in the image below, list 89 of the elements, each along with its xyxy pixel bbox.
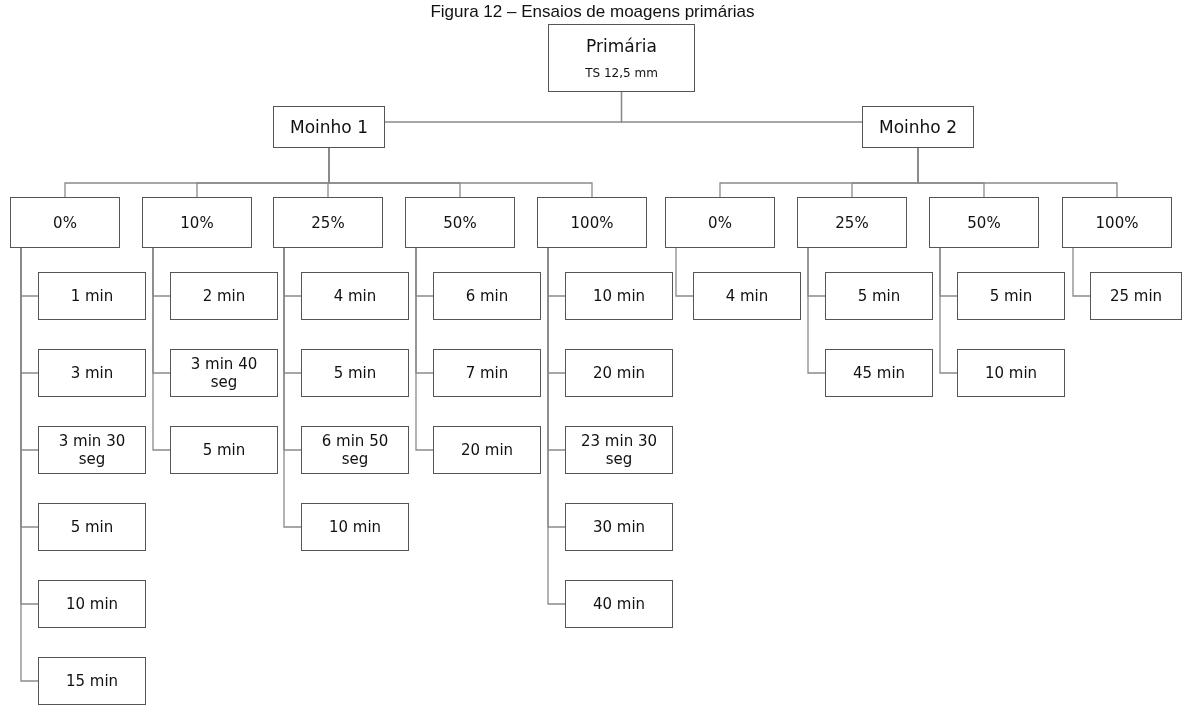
node-label: 3 min: [70, 364, 114, 382]
time-box: [957, 272, 1065, 320]
time-box: [38, 657, 146, 705]
percentage-box: [405, 197, 515, 248]
node-label: 5 min: [989, 287, 1033, 305]
time-box: [565, 426, 673, 474]
time-box: [565, 349, 673, 397]
connector-line: [1072, 247, 1091, 297]
node-label: 10 min: [328, 518, 382, 536]
node-label: 4 min: [333, 287, 377, 305]
node-label: 20 min: [460, 441, 514, 459]
node-label: 100%: [570, 213, 614, 232]
time-box: [170, 349, 278, 397]
time-box: [38, 426, 146, 474]
node-label: 25%: [311, 213, 345, 232]
node-label: 7 min: [465, 364, 509, 382]
node-label: 23 min 30 seg: [580, 432, 658, 468]
time-box: [957, 349, 1065, 397]
node-label: 10%: [180, 213, 214, 232]
time-box: [301, 349, 409, 397]
node-label: 25 min: [1109, 287, 1163, 305]
node-label: 5 min: [202, 441, 246, 459]
node-label: 50%: [443, 213, 477, 232]
node-label: 10 min: [984, 364, 1038, 382]
node-label: 5 min: [857, 287, 901, 305]
node-label: 30 min: [592, 518, 646, 536]
node-label: Moinho 2: [879, 116, 957, 138]
node-label: 50%: [967, 213, 1001, 232]
node-label: 20 min: [592, 364, 646, 382]
time-box: [38, 272, 146, 320]
time-box: [38, 503, 146, 551]
mill-box: [862, 106, 974, 148]
connector-line: [415, 247, 434, 451]
time-box: [825, 272, 933, 320]
node-label: 5 min: [70, 518, 114, 536]
connector-line: [328, 147, 593, 198]
percentage-box: [10, 197, 120, 248]
node-label: 5 min: [333, 364, 377, 382]
node-label: 40 min: [592, 595, 646, 613]
percentage-box: [797, 197, 907, 248]
node-label: 15 min: [65, 672, 119, 690]
node-label: Primária: [586, 35, 657, 56]
time-box: [170, 272, 278, 320]
node-label: 0%: [708, 213, 732, 232]
time-box: [170, 426, 278, 474]
node-label: 6 min 50 seg: [320, 432, 390, 468]
connector-line: [152, 247, 171, 451]
time-box: [433, 272, 541, 320]
time-box: [565, 272, 673, 320]
node-label: 2 min: [202, 287, 246, 305]
node-label: Moinho 1: [290, 116, 368, 138]
node-label: 4 min: [725, 287, 769, 305]
connector-line: [939, 247, 958, 374]
figure-title: Figura 12 – Ensaios de moagens primárias: [429, 2, 756, 22]
node-label: 45 min: [852, 364, 906, 382]
time-box: [38, 580, 146, 628]
node-label: 0%: [53, 213, 77, 232]
percentage-box: [142, 197, 252, 248]
percentage-box: [273, 197, 383, 248]
node-label: 6 min: [465, 287, 509, 305]
node-label: 3 min 30 seg: [57, 432, 127, 468]
root-box: [548, 24, 695, 92]
connector-line: [807, 247, 826, 374]
mill-box: [273, 106, 385, 148]
connector-line: [283, 247, 302, 528]
time-box: [565, 580, 673, 628]
percentage-box: [537, 197, 647, 248]
time-box: [825, 349, 933, 397]
node-label: 25%: [835, 213, 869, 232]
time-box: [301, 503, 409, 551]
percentage-box: [665, 197, 775, 248]
percentage-box: [929, 197, 1039, 248]
time-box: [38, 349, 146, 397]
time-box: [433, 349, 541, 397]
node-label: 3 min 40 seg: [189, 355, 259, 391]
time-box: [565, 503, 673, 551]
time-box: [1090, 272, 1182, 320]
node-sublabel: TS 12,5 mm: [585, 66, 658, 81]
connector-line: [675, 247, 694, 297]
time-box: [301, 426, 409, 474]
time-box: [693, 272, 801, 320]
node-label: 1 min: [70, 287, 114, 305]
connector-line: [620, 91, 863, 123]
node-label: 100%: [1095, 213, 1139, 232]
time-box: [433, 426, 541, 474]
node-label: 10 min: [592, 287, 646, 305]
time-box: [301, 272, 409, 320]
percentage-box: [1062, 197, 1172, 248]
node-label: 10 min: [65, 595, 119, 613]
